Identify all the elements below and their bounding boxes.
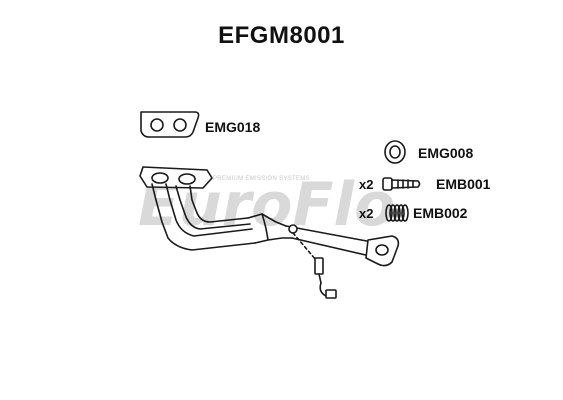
quantity-emb001: x2	[359, 177, 374, 192]
part-label-emg018: EMG018	[205, 119, 261, 135]
part-label-emg008: EMG008	[418, 145, 474, 161]
front-pipe-drawing	[139, 166, 400, 267]
part-label-emb001: EMB001	[436, 176, 491, 192]
quantity-emb002: x2	[359, 206, 374, 221]
spring-icon	[385, 204, 409, 222]
flange-gasket-icon	[140, 111, 200, 138]
watermark-tagline: PREMIUM EMISSION SYSTEMS	[213, 176, 310, 182]
bolt-icon	[382, 177, 421, 191]
oxygen-sensor-drawing	[292, 232, 337, 299]
page-title: EFGM8001	[218, 22, 345, 49]
ring-gasket-icon	[384, 140, 406, 164]
part-label-emb002: EMB002	[413, 205, 468, 221]
